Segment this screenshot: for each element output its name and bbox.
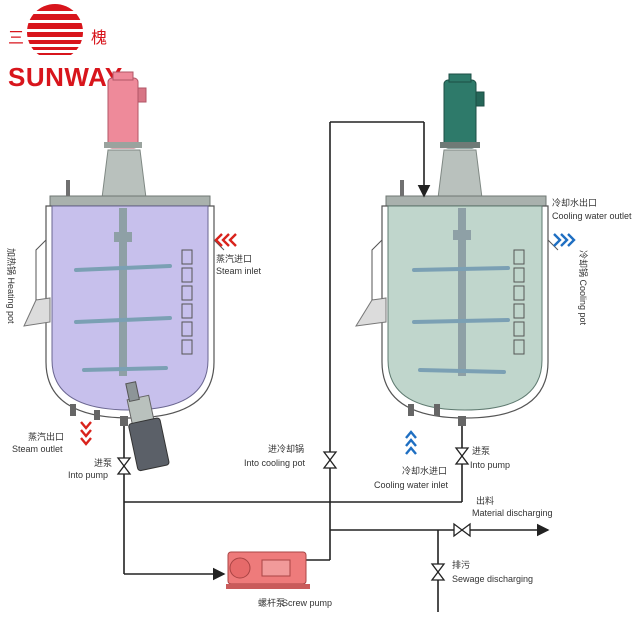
screw-pump-label-en: Screw pump bbox=[282, 598, 333, 608]
water-outlet-label-cn: 冷却水出口 bbox=[552, 198, 598, 208]
brand-name: SUNWAY bbox=[8, 62, 123, 92]
cooling-into-pump-cn: 进泵 bbox=[472, 446, 491, 456]
heating-into-pump-en: Into pump bbox=[68, 470, 109, 480]
cooling-pot-label: 冷却锅 Cooling pot bbox=[578, 250, 588, 326]
cooling-pot bbox=[355, 73, 559, 426]
heating-motor-icon bbox=[101, 71, 147, 199]
sunrise-logo-icon bbox=[27, 4, 83, 55]
material-discharge-label-en: Material discharging bbox=[472, 508, 553, 518]
logo-char-right: 槐 bbox=[91, 28, 108, 47]
steam-outlet-arrows-icon bbox=[80, 421, 92, 446]
sewage-label-cn: 排污 bbox=[452, 560, 471, 570]
into-cooling-label-cn: 进冷却锅 bbox=[268, 444, 305, 454]
valve-icon bbox=[322, 451, 338, 469]
water-outlet-arrows-icon bbox=[553, 233, 576, 247]
valve-icon bbox=[454, 447, 470, 465]
drain-motor-icon bbox=[125, 381, 170, 472]
water-outlet-label-en: Cooling water outlet bbox=[552, 211, 632, 221]
screw-pump-icon bbox=[226, 551, 310, 589]
valve-icon bbox=[430, 563, 446, 581]
heating-pot-label: 加热锅 Heating pot bbox=[6, 248, 16, 324]
heating-into-pump-cn: 进泵 bbox=[94, 458, 113, 468]
pipe-network bbox=[123, 121, 550, 612]
into-cooling-label-en: Into cooling pot bbox=[244, 458, 306, 468]
cooling-into-pump-en: Into pump bbox=[470, 460, 511, 470]
water-inlet-label-en: Cooling water inlet bbox=[374, 480, 449, 490]
steam-outlet-label-cn: 蒸汽出口 bbox=[28, 432, 65, 442]
valve-icon bbox=[116, 457, 132, 475]
water-inlet-label-cn: 冷却水进口 bbox=[402, 466, 448, 476]
steam-outlet-label-en: Steam outlet bbox=[12, 444, 63, 454]
steam-inlet-label-cn: 蒸汽进口 bbox=[216, 254, 253, 264]
heating-pot bbox=[23, 71, 225, 426]
logo-char-left: 三 bbox=[8, 28, 25, 47]
screw-pump-label-cn: 螺杆泵 bbox=[258, 598, 286, 608]
cooling-motor-icon bbox=[437, 73, 485, 199]
steam-inlet-label-en: Steam inlet bbox=[216, 266, 262, 276]
material-discharge-label-cn: 出料 bbox=[476, 496, 495, 506]
sewage-label-en: Sewage discharging bbox=[452, 574, 534, 584]
steam-inlet-arrows-icon bbox=[214, 233, 237, 247]
valve-icon bbox=[453, 522, 471, 538]
water-inlet-arrows-icon bbox=[405, 430, 417, 455]
